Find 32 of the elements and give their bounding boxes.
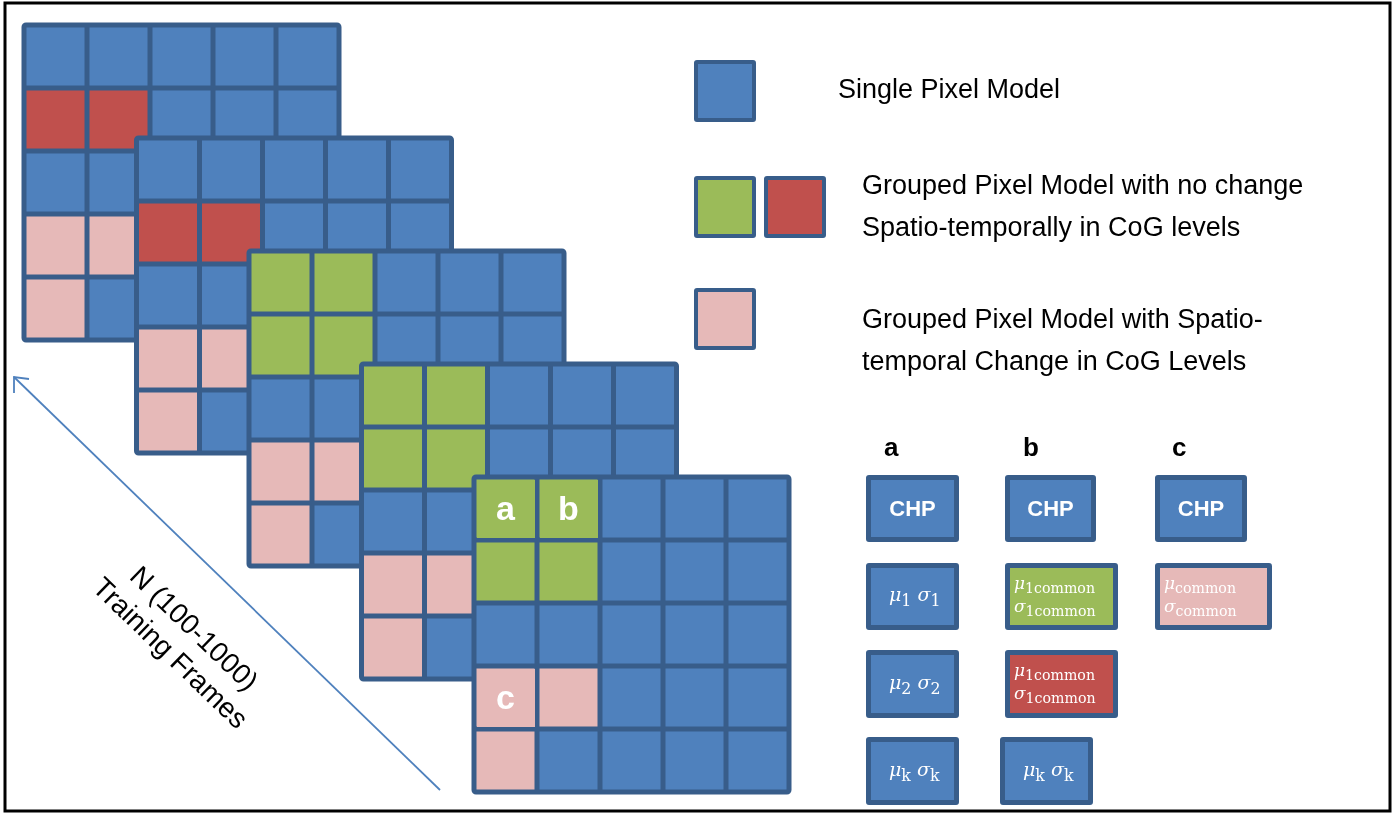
model-box: [866, 475, 959, 542]
column-heading: a: [884, 432, 899, 463]
box-label: μ$_{k}$ σ$_{k}$: [889, 757, 940, 785]
box-label: μ$_{1common}$ σ$_{1common}$: [1014, 661, 1097, 707]
model-box: [1155, 563, 1272, 630]
model-box: [866, 737, 959, 805]
model-box: [1155, 475, 1247, 542]
box-label: c: [496, 678, 515, 717]
box-label: a: [496, 489, 515, 528]
model-box: [1005, 475, 1096, 542]
column-heading: b: [1023, 432, 1039, 463]
box-label: μ$_{1}$ σ$_{1}$: [889, 583, 941, 610]
box-label: CHP: [1027, 495, 1074, 522]
legend-text: Single Pixel Model: [838, 73, 1062, 106]
model-box: [866, 650, 959, 718]
model-box: [1000, 737, 1093, 805]
pixel-cell: [539, 479, 598, 538]
pixel-cell: [476, 479, 535, 538]
box-label: CHP: [1177, 495, 1225, 522]
box-label: b: [558, 489, 579, 528]
box-label: CHP: [889, 495, 936, 522]
box-label: μ$_{k}$ σ$_{k}$: [1023, 757, 1074, 785]
box-label: μ$_{1common}$ σ$_{1common}$: [1014, 573, 1097, 620]
column-heading: c: [1172, 432, 1187, 463]
model-box: [1005, 650, 1118, 718]
model-box: [866, 563, 959, 630]
legend-text: Grouped Pixel Model with no change Spatio-temporally in CoG levels: [862, 169, 1305, 244]
pixel-cell: [476, 668, 535, 727]
legend-text: Grouped Pixel Model with Spatio-temporal Change in CoG Levels: [862, 303, 1264, 378]
model-box: [1005, 563, 1118, 630]
box-label: μ$_{common}$ σ$_{common}$: [1164, 573, 1238, 620]
box-label: μ$_{2}$ σ$_{2}$: [889, 670, 941, 698]
